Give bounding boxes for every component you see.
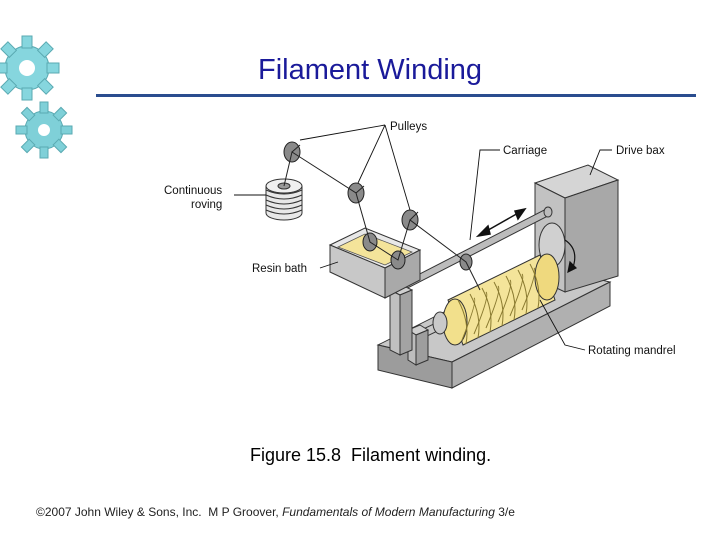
- slide-title: Filament Winding: [258, 54, 483, 86]
- label-continuous: Continuous: [164, 185, 222, 197]
- label-carriage: Carriage: [503, 145, 547, 157]
- gears-decoration: [0, 35, 73, 159]
- gear-icon: [15, 101, 73, 159]
- gear-icon: [0, 35, 60, 101]
- label-pulleys: Pulleys: [390, 121, 427, 133]
- leader-lines: [234, 124, 612, 351]
- footer-prefix: ©2007 John Wiley & Sons, Inc. M P Groove…: [36, 505, 283, 519]
- title-underline: [96, 94, 696, 97]
- carriage-rail: [398, 206, 553, 292]
- footer-book-title: Fundamentals of Modern Manufacturing: [282, 505, 495, 519]
- carriage: [388, 284, 414, 356]
- carriage-motion-arrow: [475, 207, 527, 238]
- label-resin-bath: Resin bath: [252, 263, 307, 275]
- label-roving: roving: [191, 199, 222, 211]
- label-drive-box: Drive bax: [616, 145, 665, 157]
- copyright-footer: ©2007 John Wiley & Sons, Inc. M P Groove…: [36, 505, 515, 519]
- filament-path: [283, 144, 481, 291]
- figure-caption: Figure 15.8 Filament winding.: [250, 445, 492, 465]
- roving-spool: [265, 178, 303, 221]
- label-rotating-mandrel: Rotating mandrel: [588, 345, 676, 357]
- footer-suffix: 3/e: [494, 505, 515, 519]
- drive-box: [533, 164, 620, 293]
- rotation-arrow: [564, 239, 578, 274]
- filament-winding-diagram: Pulleys Carriage Drive bax Continuous ro…: [164, 121, 676, 389]
